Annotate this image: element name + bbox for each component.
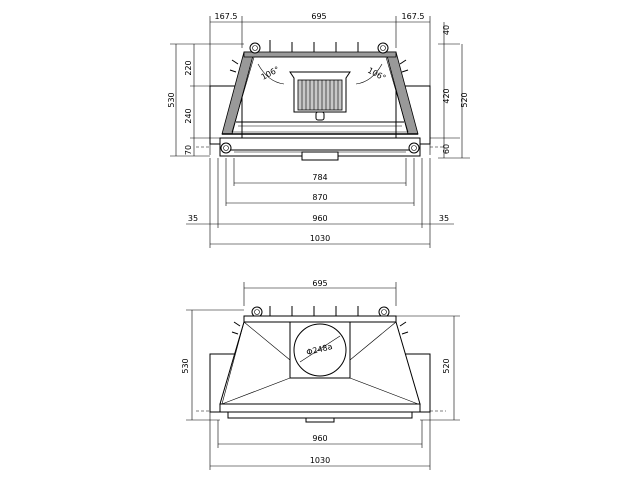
dim-bottom-870: 870 [312, 193, 327, 202]
front-dim-bottom-960: 960 [312, 434, 327, 443]
fan-grille-lines [301, 80, 339, 110]
dim-left-220: 220 [184, 60, 193, 75]
right-dimensions: 40 420 60 520 [430, 22, 470, 159]
hood-section: 106° 106° [196, 40, 444, 161]
bottom-dimensions: 784 870 960 35 35 1030 [186, 158, 454, 248]
dim-left-70: 70 [184, 145, 193, 155]
dim-side-left-35: 35 [188, 214, 198, 223]
top-view: 167.5 695 167.5 106° [167, 12, 470, 248]
front-bottom-lip [227, 411, 413, 419]
roller-icon [377, 42, 389, 54]
front-dim-right-520: 520 [442, 358, 451, 373]
dim-right-520: 520 [460, 92, 469, 107]
left-dimensions: 530 220 240 70 [167, 43, 244, 157]
dim-top-middle: 695 [311, 12, 326, 21]
front-view: 695 Φ248a [181, 279, 460, 470]
front-handle [305, 417, 335, 423]
top-wall-hatch [243, 51, 397, 58]
bottom-handle [301, 151, 339, 161]
dim-top-left: 167.5 [215, 12, 238, 21]
dim-side-right-35: 35 [439, 214, 449, 223]
front-dim-bottom-1030: 1030 [310, 456, 330, 465]
fan-connector [315, 111, 325, 121]
duct-circle [293, 323, 347, 377]
front-dim-left-530: 530 [181, 358, 190, 373]
angle-arc-left [257, 63, 285, 85]
duct-frame [289, 321, 351, 379]
dim-left-240: 240 [184, 108, 193, 123]
roller-icon [220, 142, 232, 154]
dim-right-40: 40 [442, 25, 451, 35]
dim-bottom-784: 784 [312, 173, 327, 182]
angle-arc-right [355, 63, 383, 85]
dim-top-right: 167.5 [402, 12, 425, 21]
dim-right-60: 60 [442, 144, 451, 154]
roller-icon [408, 142, 420, 154]
front-dim-top-695: 695 [312, 279, 327, 288]
front-bottom-plate [219, 403, 421, 413]
angle-label-right: 106° [366, 66, 387, 83]
dim-left-530: 530 [167, 92, 176, 107]
dim-bottom-1030: 1030 [310, 234, 330, 243]
roller-icon [249, 42, 261, 54]
dim-right-420: 420 [442, 88, 451, 103]
fan-grille [297, 79, 343, 111]
front-top-box [243, 315, 397, 323]
dim-bottom-960: 960 [312, 214, 327, 223]
mounting-tabs-top [229, 40, 409, 73]
angle-label-left: 106° [260, 65, 281, 82]
front-mounting-tabs [231, 306, 409, 335]
